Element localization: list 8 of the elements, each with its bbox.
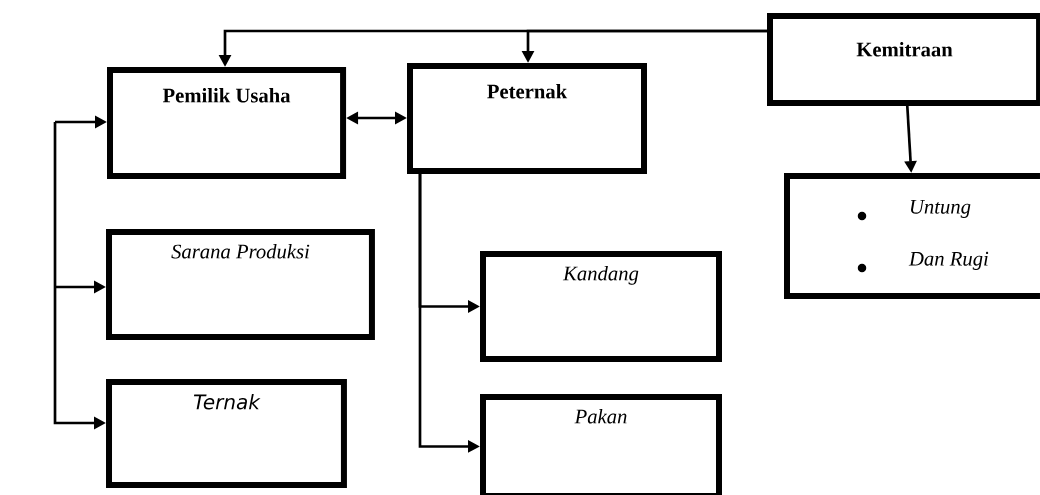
process-box: Sarana Produksi — [106, 229, 375, 341]
process-box: Pemilik Usaha — [107, 67, 347, 179]
process-box: Kandang — [480, 251, 722, 363]
process-box: Peternak — [407, 63, 647, 175]
process-box: Pakan — [480, 394, 722, 495]
process-box: Kemitraan — [767, 13, 1040, 106]
process-box: Ternak — [106, 379, 347, 488]
list-box: Untung Dan Rugi — [784, 173, 1040, 299]
